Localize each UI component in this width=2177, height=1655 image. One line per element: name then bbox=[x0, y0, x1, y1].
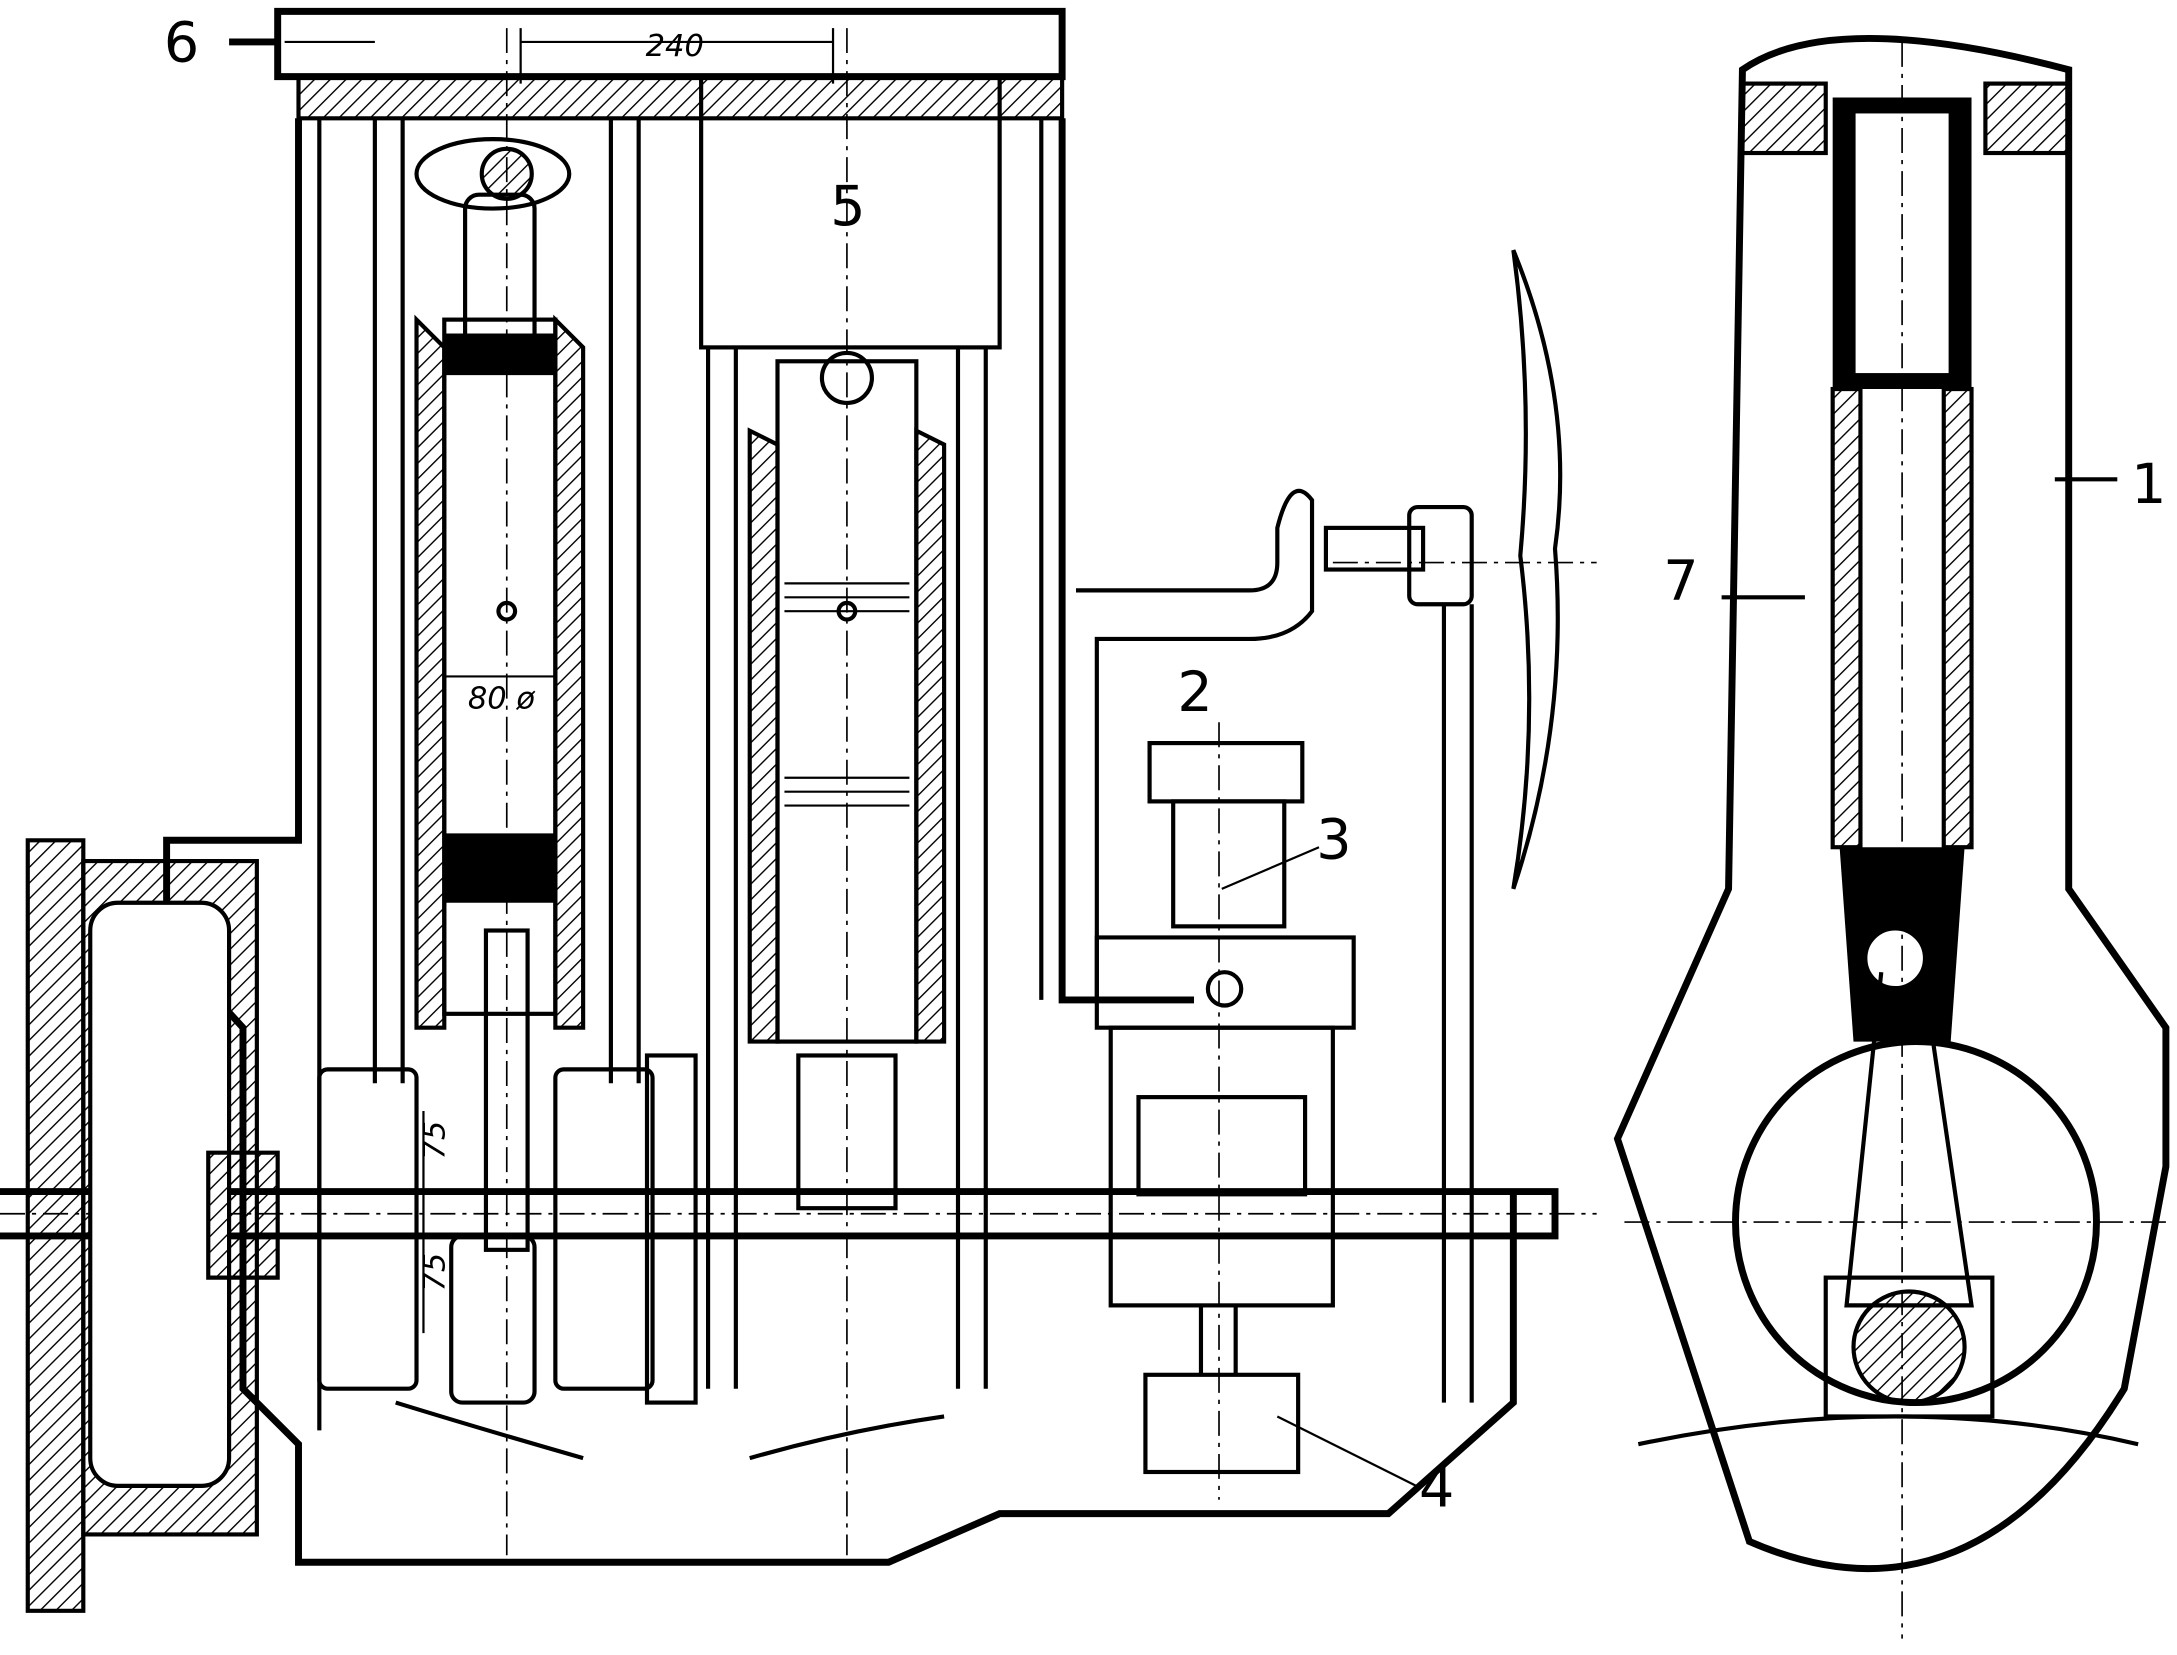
label-6: 6 bbox=[164, 10, 199, 75]
crank-web-1 bbox=[449, 1233, 537, 1405]
fan-blade bbox=[1511, 249, 1563, 890]
block-right-wall bbox=[1058, 118, 1195, 1004]
cylinder-1-pistons bbox=[444, 333, 556, 903]
oil-pump bbox=[1143, 1372, 1301, 1475]
cylinder-2-liner-right bbox=[914, 427, 947, 1044]
label-2: 2 bbox=[1177, 660, 1212, 725]
flywheel-rim bbox=[25, 838, 86, 1613]
dimension-bore: 80 ø bbox=[468, 681, 536, 716]
fan-pulley bbox=[1407, 504, 1474, 607]
label-4: 4 bbox=[1419, 1456, 1454, 1521]
label-3: 3 bbox=[1316, 807, 1351, 872]
label-5: 5 bbox=[830, 174, 865, 239]
blower-assembly bbox=[1076, 249, 1597, 1500]
cylinder-1-bore bbox=[442, 317, 558, 1016]
cylinder-1-liner-right bbox=[553, 314, 586, 1030]
end-view-outline bbox=[1613, 35, 2170, 1572]
rocker-arm bbox=[414, 137, 572, 211]
cylinder-head-plate bbox=[296, 74, 1065, 121]
fan-belt bbox=[1441, 604, 1474, 1403]
label-7: 7 bbox=[1663, 549, 1698, 614]
upper-conrod-1 bbox=[463, 192, 537, 350]
dimension-throw-lower: 75 bbox=[417, 1253, 452, 1292]
side-rods bbox=[372, 118, 641, 1084]
dimension-throw-upper: 75 bbox=[417, 1121, 452, 1160]
dimension-240: 240 bbox=[646, 29, 704, 64]
main-bearing-left bbox=[206, 1150, 280, 1280]
label-1: 1 bbox=[2131, 452, 2166, 517]
cylinder-2-liner-left bbox=[747, 427, 780, 1044]
crankcase-outline bbox=[163, 118, 1517, 1566]
cylinder-2-head bbox=[699, 74, 1002, 350]
center-bearing bbox=[644, 1053, 698, 1405]
gear-housing bbox=[1108, 1025, 1335, 1308]
pump-body bbox=[1094, 935, 1356, 1030]
end-view-section bbox=[1613, 35, 2170, 1639]
main-engine-section bbox=[0, 7, 1597, 1613]
crank-pin bbox=[1851, 1289, 1967, 1405]
pump-top bbox=[1147, 741, 1305, 804]
water-pipe bbox=[1076, 488, 1315, 1000]
cylinder-1-liner-left bbox=[414, 314, 447, 1030]
